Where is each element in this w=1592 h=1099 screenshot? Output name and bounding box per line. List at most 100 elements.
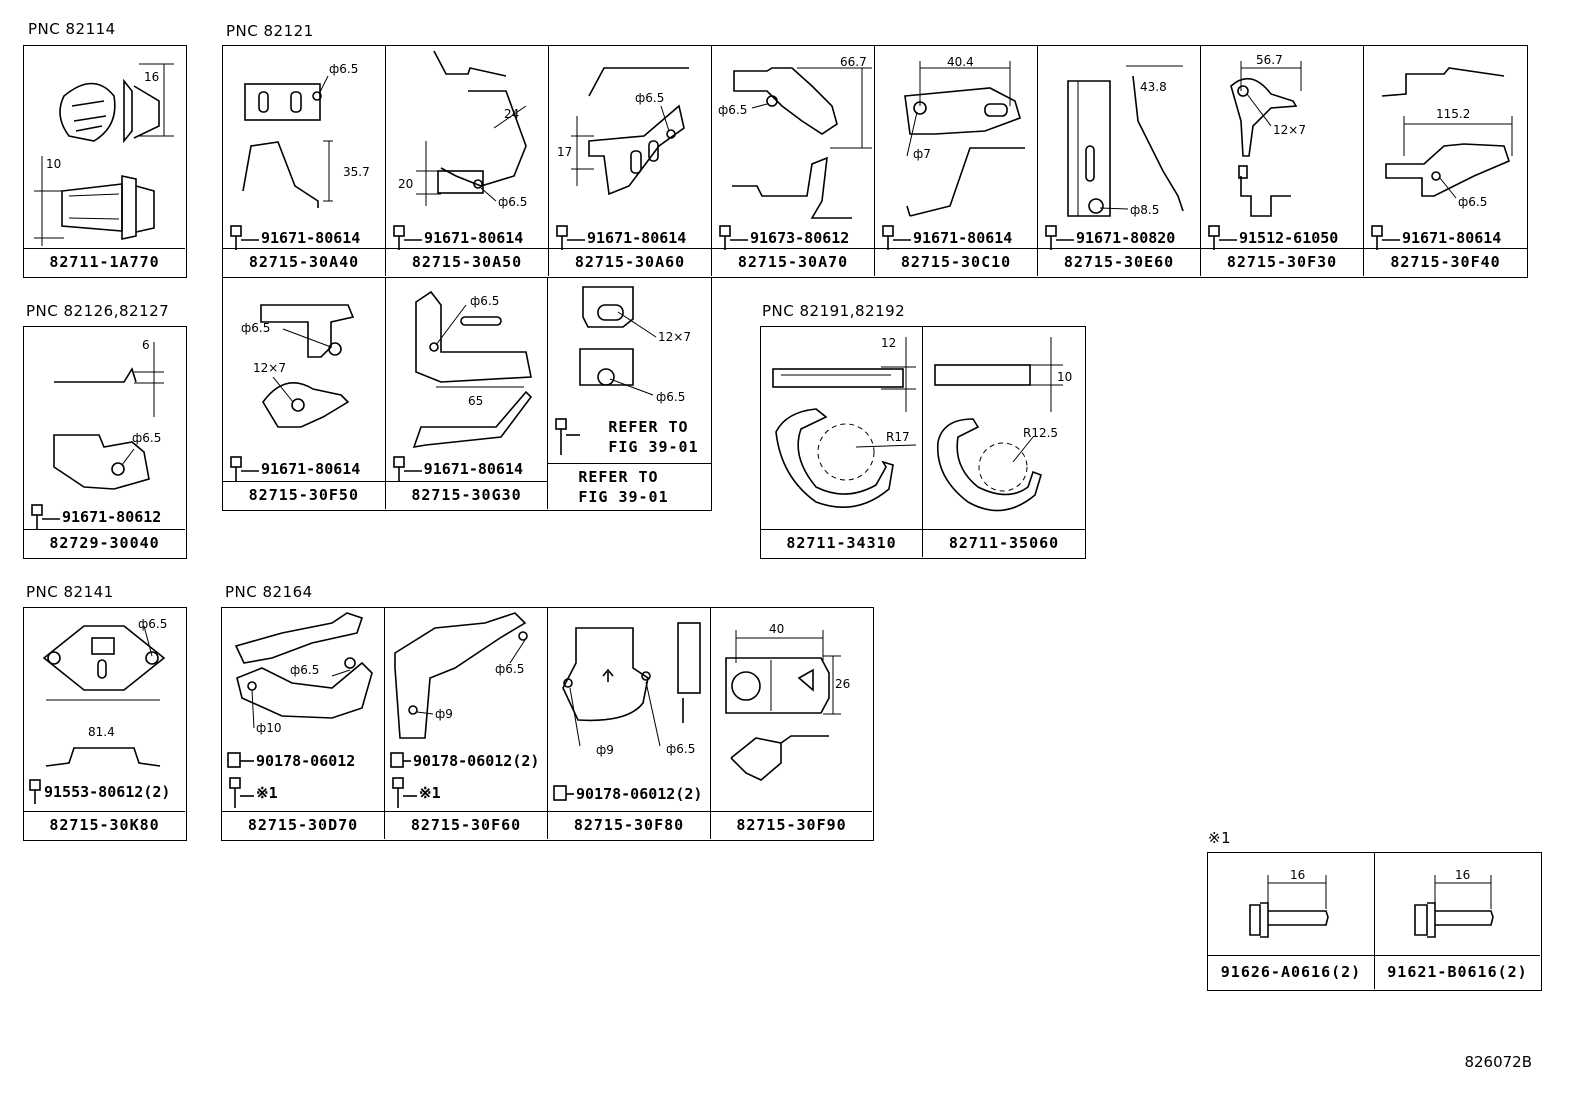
bolt-number: 91512-61050 [1239, 229, 1339, 247]
part-cell[interactable]: 43.8 ф8.5 91671-80820 82715-30E60 [1038, 46, 1201, 276]
part-cell[interactable]: 16 91621-B0616(2) [1375, 853, 1540, 989]
part-number: 82715-30E60 [1038, 248, 1200, 276]
dim-label: 81.4 [88, 725, 115, 739]
bolt-number: 90178-06012(2) [413, 752, 540, 770]
part-cell[interactable]: ф6.5 12×7 91671-80614 82715-30F50 [223, 277, 386, 509]
bolt-number: 91671-80820 [1076, 229, 1176, 247]
group-label-82114: PNC 82114 [28, 20, 116, 38]
dim-label: 16 [1455, 868, 1470, 882]
dim-label: 43.8 [1140, 80, 1167, 94]
bracket-drawing: ф6.5 17 [557, 67, 689, 196]
part-row-82191: 12 R17 82711-34310 10 R12.5 82711-35060 [760, 326, 1086, 559]
bolt-callout: 91671-80614 [553, 224, 686, 252]
dim-label: ф6.5 [666, 742, 695, 756]
dim-label: ф6.5 [495, 662, 524, 676]
dim-label: ф7 [913, 147, 931, 161]
dim-label: ф6.5 [1458, 195, 1487, 209]
part-cell[interactable]: 10 R12.5 82711-35060 [923, 327, 1085, 557]
part-number: 82715-30F80 [548, 811, 710, 839]
part-cell[interactable]: 40 26 82715-30F90 [711, 608, 872, 839]
dim-label: 16 [1290, 868, 1305, 882]
bolt-callout: 91671-80614 [879, 224, 1012, 252]
bolt-number: 91671-80614 [261, 229, 361, 247]
bracket-drawing: ф6.5 35.7 [242, 62, 370, 208]
bracket-drawing: 115.2 ф6.5 [1381, 67, 1513, 209]
note1-label: ※1 [1208, 829, 1232, 847]
dim-label: ф6.5 [329, 62, 358, 76]
part-number: 82715-30C10 [875, 248, 1037, 276]
bolt-number: 90178-06012 [256, 752, 356, 770]
part-cell[interactable]: ф6.5 ф10 90178-06012 ※1 82715-30D70 [222, 608, 385, 839]
part-box-82141: ф6.5 81.4 91553-80612(2) 82715-30K80 [23, 607, 187, 841]
group-label-82121: PNC 82121 [226, 22, 314, 40]
part-number: 82711-1A770 [24, 248, 185, 276]
dim-label: 17 [557, 145, 572, 159]
bolt-callout: 90178-06012(2) [389, 751, 539, 771]
part-cell[interactable]: 115.2 ф6.5 91671-80614 82715-30F40 [1364, 46, 1527, 276]
bracket-drawing: 56.7 12×7 [1230, 53, 1306, 217]
part-number: 82715-30A60 [549, 248, 711, 276]
bracket-drawing: 40 26 [725, 622, 850, 781]
clamp-drawing: 10 R12.5 [934, 337, 1072, 512]
part-number: 82715-30G30 [385, 481, 548, 509]
part-cell[interactable]: ф6.5 17 91671-80614 82715-30A60 [549, 46, 712, 276]
part-cell[interactable]: 12 R17 82711-34310 [761, 327, 923, 557]
bracket-drawing: ф9 ф6.5 [562, 622, 701, 757]
bracket-drawing: ф6.5 12×7 [241, 304, 355, 428]
clip-drawing: 16 10 [34, 63, 174, 246]
group-label-82126: PNC 82126,82127 [26, 302, 170, 320]
dim-label: ф6.5 [241, 321, 270, 335]
bracket-drawing: 40.4 ф7 [904, 55, 1025, 217]
part-cell[interactable]: ф6.5 65 91671-80614 82715-30G30 [385, 277, 549, 509]
bolt-callout: 91673-80612 [716, 224, 849, 252]
dim-label: ф8.5 [1130, 203, 1159, 217]
part-number: 82711-35060 [923, 529, 1085, 557]
bracket-drawing: 6 ф6.5 [53, 338, 164, 490]
part-cell[interactable]: ф6.5 35.7 91671-80614 82715-30A40 [223, 46, 386, 276]
dim-label: ф6.5 [635, 91, 664, 105]
bolt-callout [552, 417, 582, 457]
bolt-callout: 91671-80614 [390, 224, 523, 252]
part-row-82121-1: ф6.5 35.7 91671-80614 82715-30A40 24 20 … [222, 45, 1528, 278]
part-cell[interactable]: ф6.5 ф9 90178-06012(2) ※1 82715-30F60 [385, 608, 548, 839]
dim-label: 16 [144, 70, 159, 84]
bracket-drawing: ф6.5 ф10 [234, 612, 373, 735]
figure-code: 826072B [1464, 1053, 1532, 1071]
bolt-callout: 91671-80614 [390, 455, 523, 483]
group-label-82191: PNC 82191,82192 [762, 302, 906, 320]
part-number: 82715-30D70 [222, 811, 384, 839]
part-cell[interactable]: 16 10 82711-1A770 [24, 46, 185, 276]
part-cell[interactable]: 24 20 ф6.5 91671-80614 82715-30A50 [386, 46, 549, 276]
dim-label: 10 [46, 157, 61, 171]
dim-label: 12×7 [253, 361, 286, 375]
part-cell-refer[interactable]: 12×7 ф6.5 REFER TO FIG 39-01 REFER TO FI… [548, 277, 712, 509]
dim-label: 66.7 [840, 55, 867, 69]
bolt-callout: 91671-80614 [227, 455, 360, 483]
part-cell[interactable]: 6 ф6.5 91671-80612 82729-30040 [24, 327, 185, 557]
dim-label: 35.7 [343, 165, 370, 179]
bolt-number: 91671-80614 [913, 229, 1013, 247]
bolt-callout: 90178-06012(2) [552, 784, 702, 804]
bracket-drawing: ф6.5 65 [412, 290, 532, 449]
dim-label: ф6.5 [132, 431, 161, 445]
part-cell[interactable]: 66.7 ф6.5 91673-80612 82715-30A70 [712, 46, 875, 276]
part-cell[interactable]: 16 91626-A0616(2) [1208, 853, 1375, 989]
part-box-82126: 6 ф6.5 91671-80612 82729-30040 [23, 326, 187, 559]
part-number: 82715-30K80 [24, 811, 185, 839]
part-number: 82715-30F40 [1364, 248, 1527, 276]
bracket-drawing: ф6.5 ф9 [394, 612, 528, 739]
bolt-number: 91671-80614 [261, 460, 361, 478]
bolt-number: 91671-80614 [587, 229, 687, 247]
part-cell[interactable]: 56.7 12×7 91512-61050 82715-30F30 [1201, 46, 1364, 276]
part-cell[interactable]: 40.4 ф7 91671-80614 82715-30C10 [875, 46, 1038, 276]
divider [548, 463, 712, 464]
part-number: 82715-30F90 [711, 811, 872, 839]
part-number: 82715-30F50 [223, 481, 385, 509]
part-number: 82715-30F60 [385, 811, 547, 839]
dim-label: 6 [142, 338, 150, 352]
bolt-callout-ref: ※1 [389, 776, 441, 810]
part-cell[interactable]: ф9 ф6.5 90178-06012(2) 82715-30F80 [548, 608, 711, 839]
part-cell[interactable]: ф6.5 81.4 91553-80612(2) 82715-30K80 [24, 608, 185, 839]
group-label-82164: PNC 82164 [225, 583, 313, 601]
dim-label: 20 [398, 177, 413, 191]
